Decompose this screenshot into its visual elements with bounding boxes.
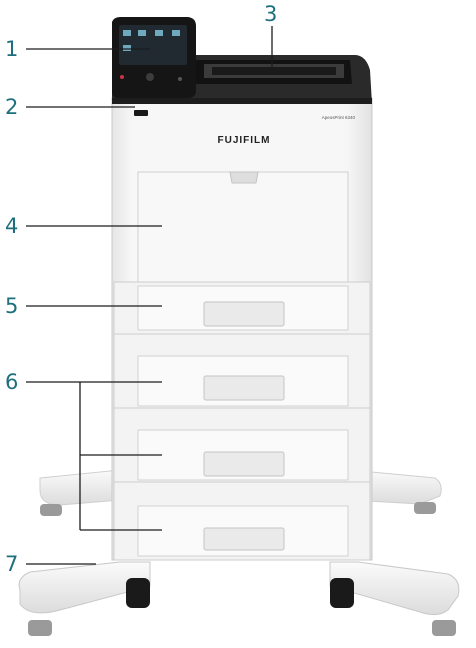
callout-5: 5 — [5, 294, 19, 318]
model-label: ApeosPrint 6340 — [322, 115, 356, 120]
paper-tray-standard — [113, 281, 371, 335]
leveling-foot-left — [28, 620, 52, 636]
callout-2: 2 — [5, 95, 19, 119]
caster-base-front — [18, 561, 460, 636]
paper-tray-option-3 — [113, 481, 371, 561]
callout-6: 6 — [5, 370, 19, 394]
callout-3: 3 — [264, 2, 278, 26]
front-cover — [137, 171, 349, 283]
caster-wheel-right — [330, 578, 354, 608]
callout-7: 7 — [5, 552, 19, 576]
brand-logo: FUJIFILM — [218, 135, 271, 146]
control-panel — [112, 17, 196, 98]
leveling-foot-right — [432, 620, 456, 636]
callout-1: 1 — [5, 37, 19, 61]
paper-tray-option-1 — [113, 333, 371, 409]
paper-tray-option-2 — [113, 407, 371, 483]
leader-lines — [26, 26, 273, 565]
touch-screen — [119, 25, 187, 65]
caster-wheel-left — [126, 578, 150, 608]
home-button — [146, 73, 154, 81]
callout-4: 4 — [5, 214, 19, 238]
power-button — [134, 110, 148, 116]
